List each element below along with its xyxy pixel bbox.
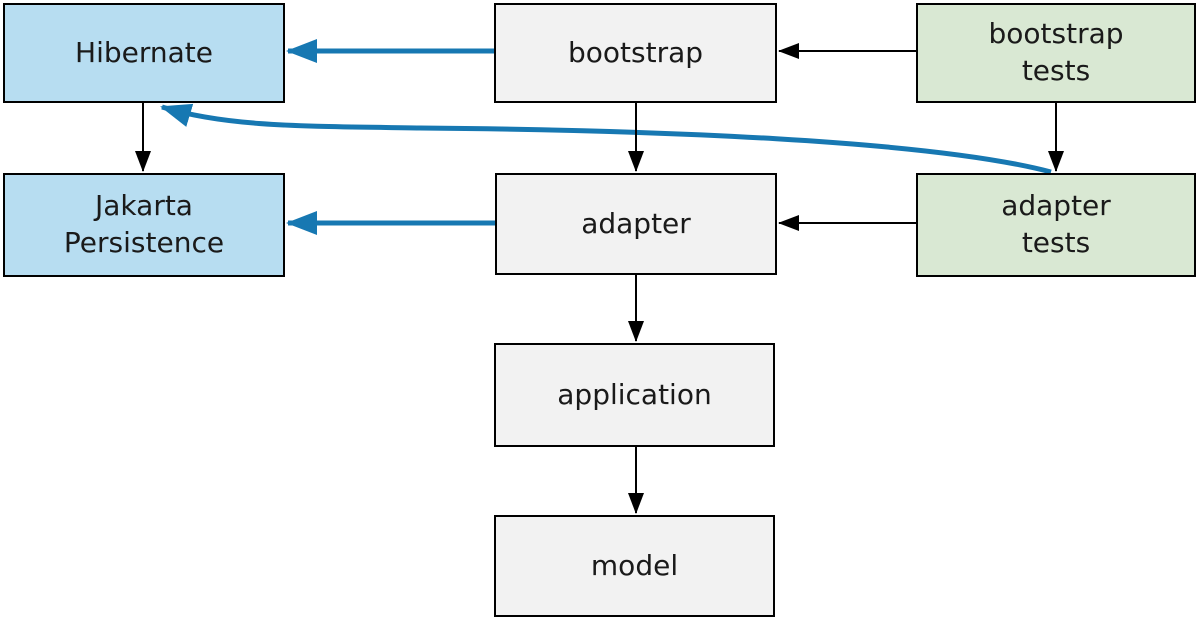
node-jakarta-persistence-label: Jakarta Persistence xyxy=(63,189,225,259)
node-application-label: application xyxy=(557,377,712,411)
node-model-label: model xyxy=(590,548,679,582)
node-model: model xyxy=(494,515,775,617)
node-application: application xyxy=(494,343,775,447)
edge-adapter-tests-to-hibernate xyxy=(160,103,1052,175)
node-bootstrap-tests: bootstrap tests xyxy=(916,3,1196,103)
node-adapter-tests: adapter tests xyxy=(916,173,1196,277)
node-bootstrap-tests-label: bootstrap tests xyxy=(988,17,1124,87)
node-adapter-tests-label: adapter tests xyxy=(1001,189,1111,259)
node-hibernate-label: Hibernate xyxy=(75,35,213,69)
node-adapter-label: adapter xyxy=(581,206,691,240)
node-adapter: adapter xyxy=(495,173,777,275)
node-bootstrap: bootstrap xyxy=(494,3,777,103)
node-hibernate: Hibernate xyxy=(3,3,285,103)
node-jakarta-persistence: Jakarta Persistence xyxy=(3,173,285,277)
node-bootstrap-label: bootstrap xyxy=(567,35,704,69)
